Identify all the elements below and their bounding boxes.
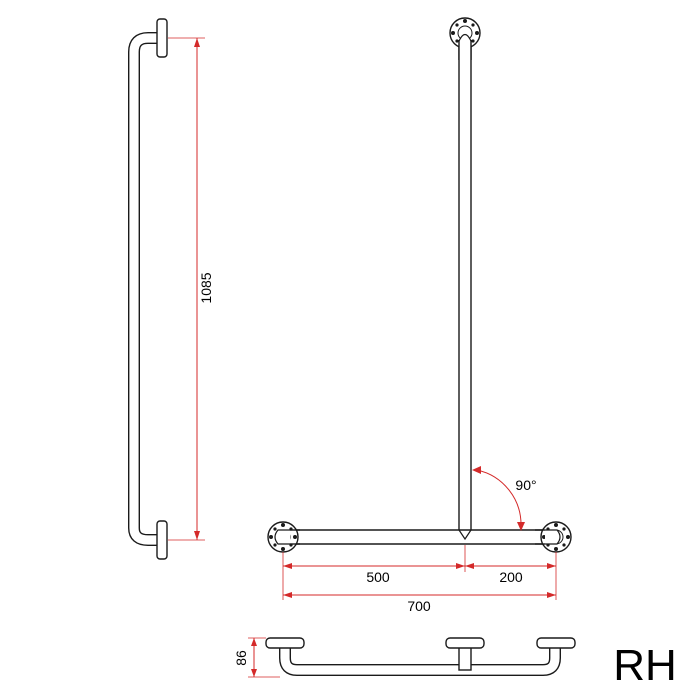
top-flange-front (449, 17, 481, 49)
angle-label: 90° (515, 477, 536, 493)
front-view: 90° 500 200 700 (267, 17, 572, 614)
side-view: 1085 (128, 18, 214, 560)
total-length-label: 700 (407, 598, 431, 614)
height-dimension-label: 1085 (198, 272, 214, 303)
angle-indicator: 90° (472, 466, 537, 531)
middle-flange-top (445, 637, 485, 649)
top-view: 86 (233, 637, 576, 678)
projection-label: 86 (233, 650, 249, 666)
variant-label: RH (613, 641, 677, 690)
right-segment-label: 200 (499, 569, 523, 585)
right-flange-top (536, 637, 576, 649)
top-flange-side (156, 18, 168, 58)
bottom-flange-side (156, 520, 168, 560)
left-segment-label: 500 (366, 569, 390, 585)
left-flange-top (265, 637, 305, 649)
